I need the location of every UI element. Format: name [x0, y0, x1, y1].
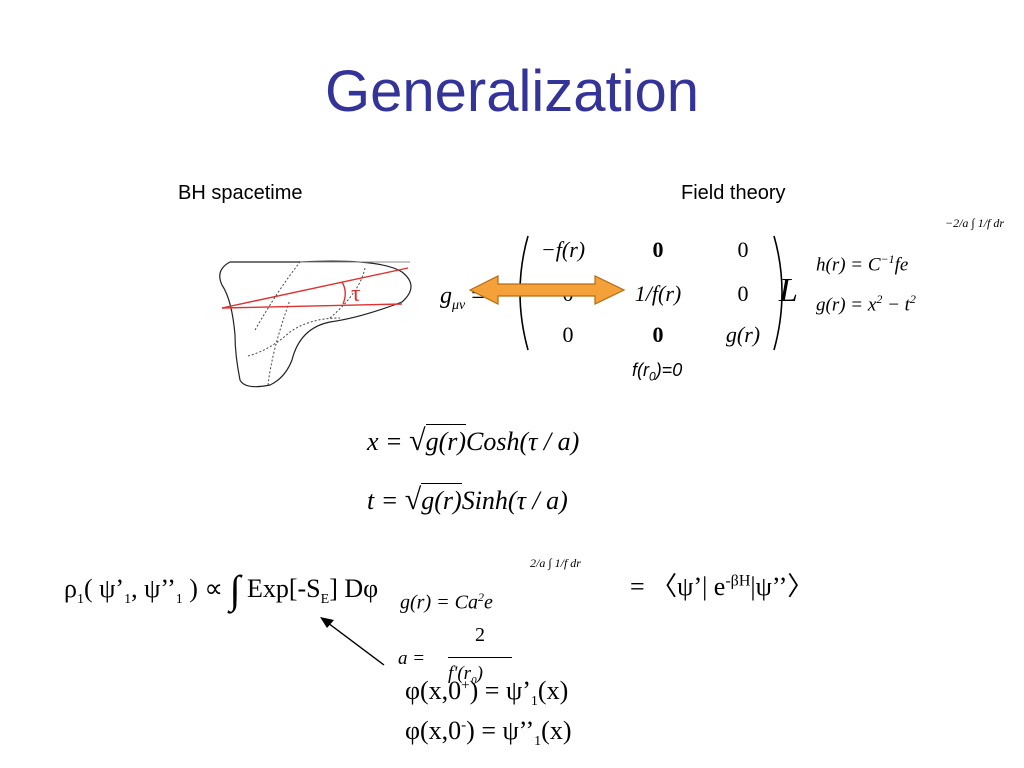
bc2-sup: -: [461, 717, 467, 734]
metric-g: g: [440, 283, 452, 309]
rhs-end: |ψ’’〉: [750, 572, 814, 601]
matrix-cell-01: 0: [652, 237, 664, 262]
g-mid: − t: [882, 294, 910, 316]
x-function: Cosh(τ / a): [466, 427, 580, 456]
matrix-cell-22: g(r): [725, 322, 761, 347]
a-fraction-bar: [448, 657, 512, 658]
bc1-c: (x): [537, 676, 569, 705]
t-root: g(r): [421, 483, 462, 515]
h-lhs: h(r) = C: [816, 254, 881, 276]
bc1-sub: 1: [530, 694, 538, 710]
g-ca-definition: g(r) = Ca2e: [400, 590, 493, 615]
matrix-cell-12: 0: [737, 281, 749, 306]
matrix-cell-02: 0: [737, 237, 749, 262]
h-definition: h(r) = C−1fe: [816, 252, 908, 276]
rhs-sup: -βH: [725, 572, 751, 590]
horizon-sub: 0: [649, 369, 656, 384]
g-sup2: 2: [909, 292, 916, 306]
horizon-condition: f(r0)=0: [632, 360, 682, 384]
integral-icon: ∫: [229, 567, 241, 612]
inner-dotted-curve-1: [247, 317, 341, 357]
metric-L-symbol: L: [779, 272, 798, 309]
sqrt-icon: √: [404, 483, 422, 516]
correlator-lhs: ρ1( ψ’1, ψ’’1 ) ∝ ∫ Exp[-SE] Dφ: [64, 566, 378, 613]
args-sub2: 1: [175, 592, 183, 608]
x-lhs: x =: [367, 427, 410, 456]
horizon-text: f(r: [632, 360, 649, 380]
exp-sub: E: [320, 592, 330, 608]
args-end: ) ∝: [182, 574, 223, 603]
g-ca-exponent: 2/a ∫ 1/f dr: [530, 556, 581, 570]
sqrt-icon: √: [409, 424, 426, 457]
h-rhs: fe: [894, 254, 909, 276]
bc2-a: φ(x,0: [405, 716, 462, 745]
tau-symbol: τ: [351, 281, 361, 307]
t-equation: t = √g(r)Sinh(τ / a): [367, 483, 568, 517]
g-ca-lhs: g(r) = Ca: [400, 591, 478, 614]
g-lhs: g(r) = x: [816, 294, 877, 316]
x-equation: x = √g(r)Cosh(τ / a): [367, 424, 579, 458]
exp-end: ] Dφ: [329, 574, 379, 603]
bc2-sub: 1: [534, 734, 542, 750]
outer-surface-curve: [219, 260, 412, 388]
rho-symbol: ρ: [64, 574, 77, 603]
tau-line-upper: [221, 267, 409, 309]
a-denominator: f'(r0): [448, 663, 483, 687]
a-den-text: f'(r: [448, 663, 472, 684]
g-ca-sup: 2: [477, 590, 484, 604]
matrix-cell-00: −f(r): [540, 237, 586, 262]
args-sub1: 1: [124, 592, 132, 608]
bc2-c: (x): [541, 716, 572, 745]
a-numerator: 2: [475, 624, 485, 646]
t-lhs: t =: [367, 486, 405, 515]
a-den-sub: 0: [471, 674, 477, 687]
tau-line-lower: [221, 303, 403, 309]
horizon-tail: )=0: [655, 360, 683, 380]
field-theory-label: Field theory: [681, 182, 786, 204]
matrix-cell-20: 0: [562, 322, 574, 347]
bc1-sup: +: [461, 677, 470, 694]
boundary-minus: φ(x,0-) = ψ’’1(x): [405, 716, 571, 750]
h-exponent: −2/a ∫ 1/f dr: [945, 216, 1005, 230]
exp-start: Exp[-S: [246, 574, 321, 603]
bc1-a: φ(x,0: [405, 676, 462, 705]
matrix-cell-21: 0: [652, 322, 664, 347]
inner-dotted-curve-3: [329, 267, 366, 319]
rho-sub: 1: [76, 592, 84, 608]
args-mid: , ψ’’: [131, 574, 176, 603]
t-function: Sinh(τ / a): [461, 486, 568, 515]
tau-arc: [341, 281, 346, 305]
g-definition: g(r) = x2 − t2: [816, 292, 916, 316]
args-start: ( ψ’: [83, 574, 125, 603]
x-root: g(r): [425, 424, 466, 456]
page-title: Generalization: [325, 59, 699, 124]
g-ca-e: e: [483, 591, 493, 614]
matrix-cell-11: 1/f(r): [634, 281, 682, 306]
correlator-rhs: = 〈ψ’| e-βH|ψ’’〉: [630, 566, 813, 603]
inner-dotted-curve-4: [267, 299, 291, 386]
a-lhs: a =: [398, 648, 426, 669]
bh-spacetime-label: BH spacetime: [178, 182, 303, 204]
bc2-b: ) = ψ’’: [466, 716, 535, 745]
inner-dotted-curve-2: [254, 261, 301, 331]
rhs-start: = 〈ψ’| e: [630, 572, 726, 601]
bc1-b: ) = ψ’: [469, 676, 531, 705]
h-sup: −1: [880, 252, 895, 266]
a-den-end: ): [476, 663, 483, 684]
g-sup: 2: [876, 292, 883, 306]
boundary-plus: φ(x,0+) = ψ’1(x): [405, 676, 568, 710]
metric-index: μν: [452, 297, 466, 313]
